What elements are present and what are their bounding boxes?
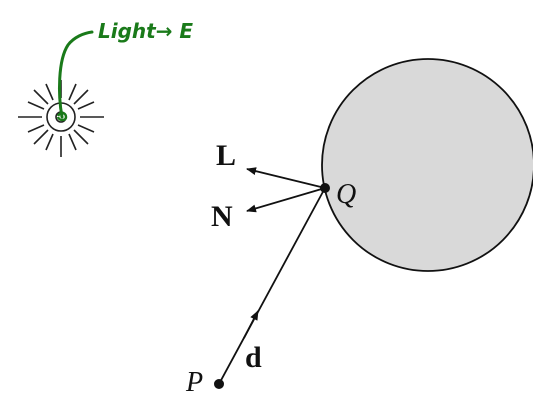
label-l: L [216, 139, 236, 172]
label-p: P [185, 367, 203, 396]
light-vector [246, 167, 326, 189]
label-n: N [211, 200, 233, 233]
label-q: Q [336, 179, 356, 210]
annotation-stroke [58, 30, 94, 119]
label-d: d [245, 341, 262, 374]
point-p [214, 379, 224, 389]
sphere [321, 58, 533, 272]
sun-light-icon [18, 80, 104, 157]
point-q [320, 183, 330, 193]
ray-line [218, 187, 326, 385]
annotation-dot [56, 111, 68, 122]
normal-vector [246, 187, 326, 213]
annotation-text: Light→ E [98, 19, 193, 43]
direction-arrow [243, 310, 259, 339]
